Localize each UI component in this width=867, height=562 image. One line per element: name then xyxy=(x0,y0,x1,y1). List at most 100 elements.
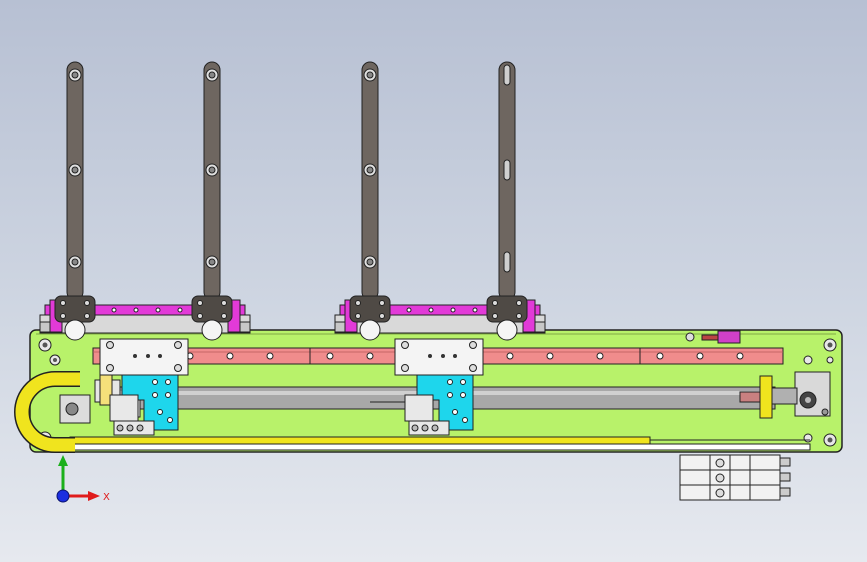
carriage-bolt xyxy=(453,354,457,358)
hub-bolt xyxy=(516,313,522,319)
arm-pivot xyxy=(201,319,223,341)
arm-plate xyxy=(349,61,391,341)
carriage-bolt xyxy=(469,341,477,349)
hub-bolt xyxy=(492,313,498,319)
rail-bolt-hole xyxy=(596,352,604,360)
gripper-block xyxy=(109,394,139,422)
sensor-module xyxy=(685,330,741,344)
carriage-bolt xyxy=(428,354,432,358)
arm-plate xyxy=(191,61,233,341)
hub-bolt xyxy=(221,300,227,306)
gripper-bolt xyxy=(411,424,419,432)
gripper-base xyxy=(408,420,450,436)
hub-bolt xyxy=(84,300,90,306)
arm-slot-fastener xyxy=(71,71,79,79)
right-end-cap xyxy=(759,371,831,419)
bracket-bolt xyxy=(111,307,117,313)
mount-hole xyxy=(826,356,834,364)
hub-bolt xyxy=(197,300,203,306)
rail-bolt-hole xyxy=(266,352,274,360)
rail-bolt-hole xyxy=(736,352,744,360)
mount-bolt xyxy=(460,379,466,385)
mount-bolt xyxy=(157,409,163,415)
hub-bolt xyxy=(60,313,66,319)
coordinate-triad: X xyxy=(56,455,110,503)
bracket-bolt xyxy=(406,307,412,313)
mount-bolt xyxy=(152,392,158,398)
hub-bolt xyxy=(492,300,498,306)
bracket-foot xyxy=(39,321,51,333)
mount-hole xyxy=(823,433,837,447)
mount-bolt xyxy=(447,392,453,398)
carriage-bolt xyxy=(106,364,114,372)
mount-bolt xyxy=(152,379,158,385)
bracket-foot xyxy=(534,321,546,333)
carriage-bolt xyxy=(174,341,182,349)
arm-slot-fastener xyxy=(208,258,216,266)
mount-bolt xyxy=(165,379,171,385)
hub-bolt xyxy=(355,300,361,306)
x-axis-label: X xyxy=(103,492,110,503)
carriage-bolt xyxy=(469,364,477,372)
mount-hole xyxy=(803,355,813,365)
arm-slot-fastener xyxy=(366,166,374,174)
arm-plate xyxy=(54,61,96,341)
arm-pivot xyxy=(496,319,518,341)
gripper-base xyxy=(113,420,155,436)
arm-pivot xyxy=(64,319,86,341)
mount-bolt xyxy=(167,417,173,423)
hub-bolt xyxy=(355,313,361,319)
mount-bolt xyxy=(165,392,171,398)
bracket-bolt xyxy=(155,307,161,313)
carriage-bolt xyxy=(106,341,114,349)
mount-bolt xyxy=(447,379,453,385)
arm-plate xyxy=(486,61,528,341)
mount-hole xyxy=(38,338,52,352)
arm-slot-fastener xyxy=(366,258,374,266)
rail-bolt-hole xyxy=(656,352,664,360)
hub-bolt xyxy=(516,300,522,306)
arm-slot-fastener xyxy=(208,71,216,79)
bracket-bolt xyxy=(133,307,139,313)
mount-hole xyxy=(49,354,61,366)
arm-slot-fastener xyxy=(71,166,79,174)
hub-bolt xyxy=(221,313,227,319)
rail-bolt-hole xyxy=(366,352,374,360)
carriage-bolt xyxy=(146,354,150,358)
arm-slot xyxy=(503,64,511,86)
rail-bolt-hole xyxy=(226,352,234,360)
hub-bolt xyxy=(379,300,385,306)
mount-hole xyxy=(823,338,837,352)
hub-bolt xyxy=(379,313,385,319)
carriage-bolt xyxy=(174,364,182,372)
carriage-assembly xyxy=(99,338,189,436)
arm-slot-fastener xyxy=(208,166,216,174)
bracket-foot xyxy=(239,321,251,333)
arm-slot-fastener xyxy=(366,71,374,79)
gripper-bolt xyxy=(431,424,439,432)
gripper-block xyxy=(404,394,434,422)
arm-pivot xyxy=(359,319,381,341)
hub-bolt xyxy=(60,300,66,306)
carriage-bolt xyxy=(158,354,162,358)
carriage-bolt xyxy=(441,354,445,358)
hub-bolt xyxy=(197,313,203,319)
bracket-bolt xyxy=(177,307,183,313)
z-axis-origin xyxy=(56,489,70,503)
rail-bolt-hole xyxy=(696,352,704,360)
carriage-bolt xyxy=(133,354,137,358)
rail-bolt-hole xyxy=(506,352,514,360)
rail-bolt-hole xyxy=(326,352,334,360)
carriage-block xyxy=(394,338,484,376)
arm-slot xyxy=(503,251,511,273)
hub-bolt xyxy=(84,313,90,319)
gripper-bolt xyxy=(421,424,429,432)
gripper-bolt xyxy=(126,424,134,432)
cable-chain xyxy=(14,371,80,453)
valve-manifold xyxy=(679,454,791,501)
mount-bolt xyxy=(462,417,468,423)
bracket-foot xyxy=(334,321,346,333)
carriage-bolt xyxy=(401,364,409,372)
